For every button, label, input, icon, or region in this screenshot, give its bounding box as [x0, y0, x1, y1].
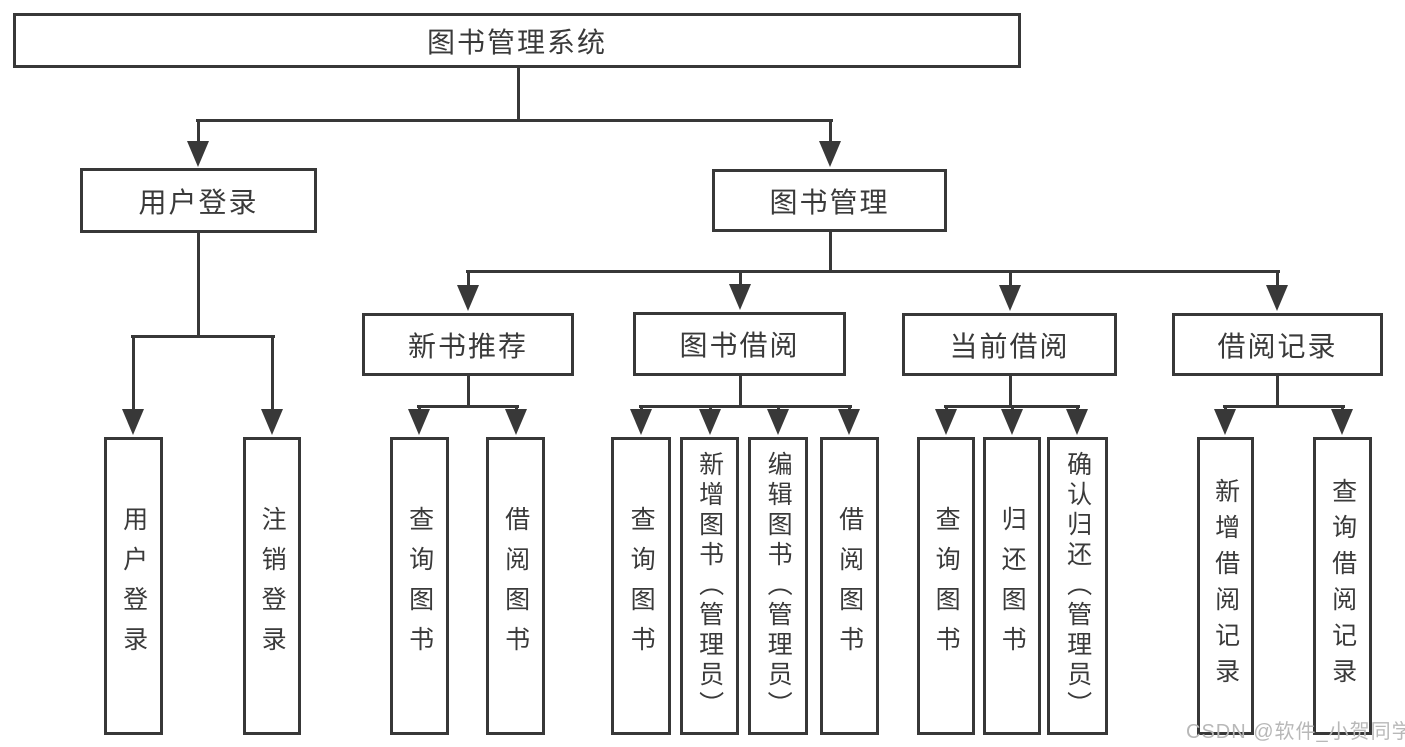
arrowhead-icon	[767, 409, 789, 435]
arrowhead-icon	[457, 285, 479, 311]
connector-line	[466, 270, 1280, 273]
connector-line	[829, 232, 832, 273]
connector-line	[131, 335, 275, 338]
leaf-borrow-books-borrowing: 借阅图书	[820, 437, 879, 735]
leaf-label: 查询图书	[405, 506, 434, 666]
arrowhead-icon	[1214, 409, 1236, 435]
arrowhead-icon	[819, 141, 841, 167]
leaf-query-books-borrowing: 查询图书	[611, 437, 671, 735]
connector-line	[739, 271, 742, 292]
leaf-label: 归还图书	[998, 506, 1027, 666]
node-user-login: 用户登录	[80, 168, 317, 233]
connector-line	[1276, 271, 1279, 293]
arrowhead-icon	[408, 409, 430, 435]
leaf-return-books: 归还图书	[983, 437, 1041, 735]
arrowhead-icon	[999, 285, 1021, 311]
leaf-user-login: 用户登录	[104, 437, 163, 735]
connector-line	[639, 405, 852, 408]
connector-line	[1276, 376, 1279, 408]
connector-line	[132, 336, 135, 417]
leaf-label: 查询借阅记录	[1328, 478, 1357, 694]
connector-line	[739, 376, 742, 408]
leaf-label: 用户登录	[119, 506, 148, 666]
connector-line	[1223, 405, 1345, 408]
arrowhead-icon	[187, 141, 209, 167]
leaf-label: 查询图书	[627, 506, 656, 666]
node-book-borrowing: 图书借阅	[633, 312, 846, 376]
node-label: 图书借阅	[679, 330, 800, 361]
leaf-label: 新增图书（管理员）	[695, 451, 724, 721]
arrowhead-icon	[1001, 409, 1023, 435]
connector-line	[197, 233, 200, 338]
arrowhead-icon	[1331, 409, 1353, 435]
arrowhead-icon	[699, 409, 721, 435]
leaf-label: 借阅图书	[835, 506, 864, 666]
node-library-system: 图书管理系统	[13, 13, 1021, 68]
connector-line	[467, 376, 470, 408]
connector-line	[417, 405, 519, 408]
leaf-add-borrow-record: 新增借阅记录	[1197, 437, 1254, 735]
arrowhead-icon	[729, 284, 751, 310]
arrowhead-icon	[505, 409, 527, 435]
leaf-label: 确认归还（管理员）	[1063, 451, 1092, 721]
connector-line	[196, 119, 833, 122]
arrowhead-icon	[935, 409, 957, 435]
connector-line	[517, 68, 520, 122]
connector-line	[1009, 376, 1012, 408]
leaf-query-borrow-record: 查询借阅记录	[1313, 437, 1372, 735]
connector-line	[271, 336, 274, 417]
leaf-edit-book-admin: 编辑图书（管理员）	[748, 437, 808, 735]
arrowhead-icon	[1066, 409, 1088, 435]
node-borrow-records: 借阅记录	[1172, 313, 1383, 376]
arrowhead-icon	[122, 409, 144, 435]
leaf-add-book-admin: 新增图书（管理员）	[680, 437, 739, 735]
csdn-watermark: CSDN @软件_小贺同学	[1186, 721, 1405, 743]
leaf-confirm-return-admin: 确认归还（管理员）	[1047, 437, 1108, 735]
leaf-label: 查询图书	[932, 506, 961, 666]
connector-line	[467, 271, 470, 293]
node-label: 用户登录	[138, 186, 259, 218]
leaf-label: 编辑图书（管理员）	[764, 451, 793, 721]
connector-line	[829, 120, 832, 149]
arrowhead-icon	[838, 409, 860, 435]
node-label: 图书管理系统	[426, 26, 607, 58]
node-label: 图书管理	[769, 186, 890, 218]
leaf-query-books-recommend: 查询图书	[390, 437, 449, 735]
node-new-book-recommend: 新书推荐	[362, 313, 574, 376]
arrowhead-icon	[1266, 285, 1288, 311]
node-current-borrowing: 当前借阅	[902, 313, 1117, 376]
leaf-query-books-current: 查询图书	[917, 437, 975, 735]
connector-line	[1009, 271, 1012, 293]
node-label: 借阅记录	[1217, 330, 1338, 362]
leaf-logout: 注销登录	[243, 437, 301, 735]
node-label: 新书推荐	[407, 330, 528, 362]
connector-line	[197, 120, 200, 149]
arrowhead-icon	[261, 409, 283, 435]
leaf-label: 借阅图书	[501, 506, 530, 666]
node-label: 当前借阅	[949, 330, 1070, 362]
arrowhead-icon	[630, 409, 652, 435]
node-book-management: 图书管理	[712, 169, 947, 232]
leaf-borrow-books-recommend: 借阅图书	[486, 437, 545, 735]
leaf-label: 注销登录	[258, 506, 287, 666]
leaf-label: 新增借阅记录	[1211, 478, 1240, 694]
